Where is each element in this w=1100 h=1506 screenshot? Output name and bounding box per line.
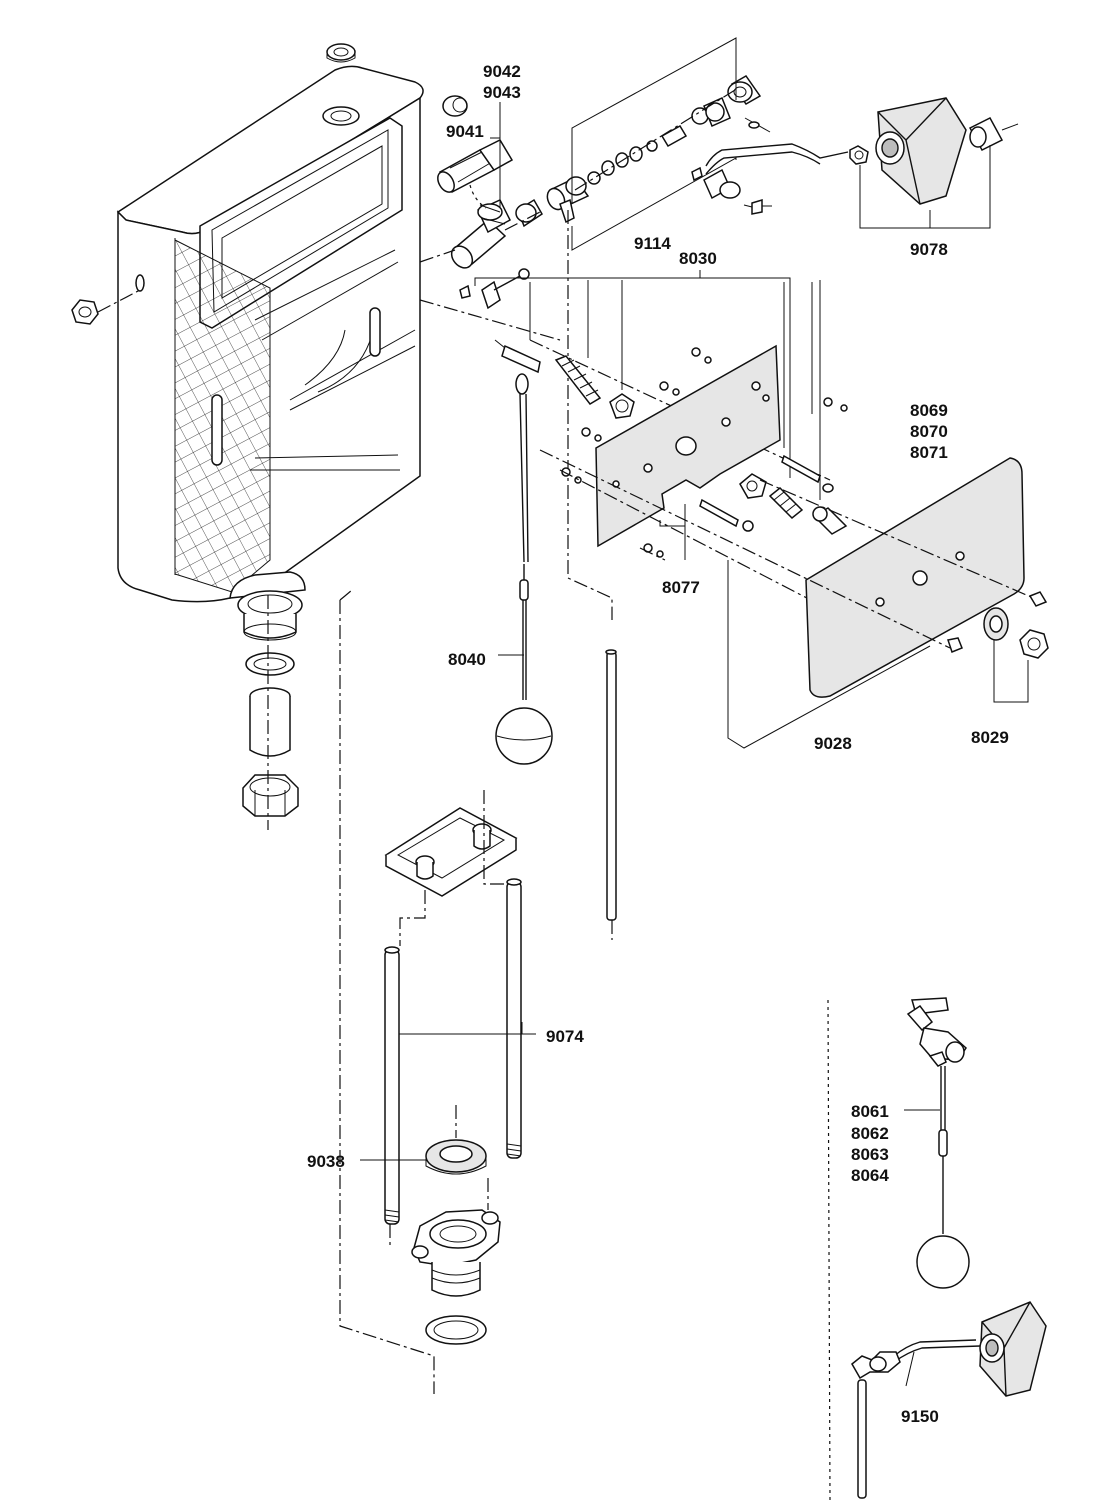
label-9043: 9043	[483, 83, 521, 102]
label-9038: 9038	[307, 1152, 345, 1171]
flush-mechanism-8030	[459, 268, 635, 563]
alt-float-9150	[851, 1301, 1047, 1499]
drain-axis	[339, 600, 435, 1394]
label-9041: 9041	[446, 122, 484, 141]
cistern-tank	[116, 65, 424, 603]
lid-grommet	[326, 43, 356, 63]
float-9078	[849, 97, 1019, 205]
label-9074: 9074	[546, 1027, 584, 1046]
label-8040: 8040	[448, 650, 486, 669]
label-8029: 8029	[971, 728, 1009, 747]
separator-line	[827, 999, 831, 1501]
mounting-bracket	[384, 807, 518, 897]
label-9150: 9150	[901, 1407, 939, 1426]
front-cover-panel	[805, 457, 1025, 698]
fill-valve-parts-9114	[546, 75, 849, 224]
label-8063: 8063	[851, 1145, 889, 1164]
cap-9042	[442, 95, 468, 117]
overflow-rod	[605, 649, 617, 940]
label-8064: 8064	[851, 1166, 889, 1185]
label-8069: 8069	[910, 401, 948, 420]
label-9078: 9078	[910, 240, 948, 259]
inlet-fitting-9041	[437, 139, 514, 193]
drain-outlet	[411, 1105, 501, 1345]
mounting-rods-9074	[384, 878, 522, 1225]
label-9042: 9042	[483, 62, 521, 81]
small-fasteners	[561, 347, 848, 558]
label-8030: 8030	[679, 249, 717, 268]
float-rod-8040	[495, 564, 553, 765]
springs-and-pins	[699, 454, 848, 535]
part-labels: 9042 9043 9041 9114 8030 9078 8069 8070 …	[307, 62, 1009, 1426]
outlet-connector-assembly	[237, 590, 303, 817]
alt-valve-8061	[906, 997, 970, 1289]
label-8070: 8070	[910, 422, 948, 441]
label-8061: 8061	[851, 1102, 889, 1121]
label-9114: 9114	[634, 234, 671, 253]
panel-screws-and-nut	[947, 591, 1049, 659]
angle-valve	[450, 198, 543, 269]
label-8062: 8062	[851, 1124, 889, 1143]
label-9028: 9028	[814, 734, 852, 753]
side-nut	[71, 289, 141, 325]
label-8071: 8071	[910, 443, 948, 462]
support-plate-8077	[595, 344, 781, 548]
label-8077: 8077	[662, 578, 700, 597]
